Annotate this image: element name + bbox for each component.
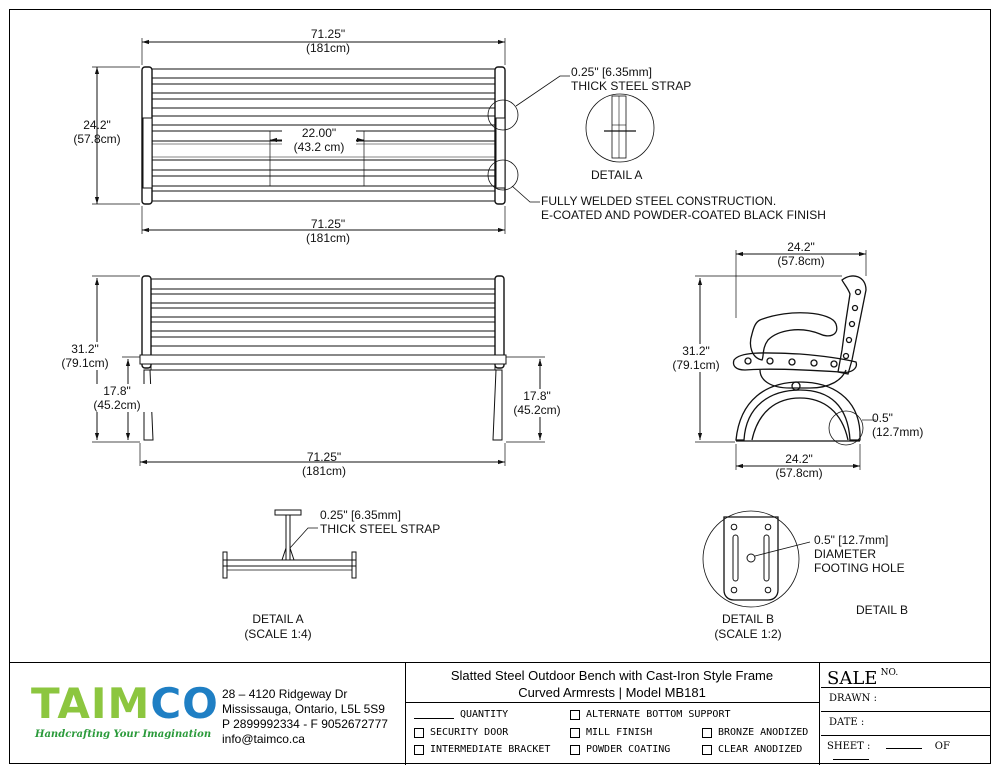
logo-letters-green: TAIM	[31, 679, 151, 728]
checkbox[interactable]	[570, 727, 580, 738]
checkbox[interactable]	[570, 744, 580, 755]
checkbox[interactable]	[414, 744, 424, 755]
detail-a-drawing	[222, 509, 357, 579]
label-detail-b-side: DETAIL B	[855, 603, 908, 617]
dim-top-depth: 24.2" (57.8cm)	[73, 118, 121, 146]
dim-inner-span: 22.00" (43.2 cm)	[282, 126, 356, 154]
address-line: 28 – 4120 Ridgeway Dr	[222, 687, 348, 701]
label-detail-a-small: DETAIL A	[591, 168, 643, 182]
dim-front-width: 71.25" (181cm)	[301, 450, 346, 478]
sheet-field[interactable]: SHEET : OF	[827, 741, 991, 763]
option-security-door[interactable]: SECURITY DOOR	[414, 727, 508, 738]
drawing-sheet	[9, 9, 991, 764]
drawing-title: Slatted Steel Outdoor Bench with Cast-Ir…	[405, 663, 819, 703]
date-field[interactable]: DATE :	[829, 717, 865, 728]
logo-letters-blue: CO	[150, 679, 219, 728]
dim-front-seat-right: 17.8" (45.2cm)	[506, 389, 568, 417]
checkbox[interactable]	[702, 727, 712, 738]
detail-a-small-drawing	[585, 93, 655, 163]
address-line: Mississauga, Ontario, L5L 5S9	[222, 702, 385, 716]
checkbox[interactable]	[570, 709, 580, 720]
checkbox[interactable]	[414, 727, 424, 738]
company-tagline: Handcrafting Your Imagination	[35, 729, 212, 740]
dim-side-height: 31.2" (79.1cm)	[660, 344, 732, 372]
title-block: TAIMCO Handcrafting Your Imagination 28 …	[9, 662, 991, 765]
front-view	[92, 275, 545, 466]
title-line-1: Slatted Steel Outdoor Bench with Cast-Ir…	[450, 668, 774, 683]
label-detail-b: DETAIL B (SCALE 1:2)	[714, 612, 782, 641]
dim-front-height: 31.2" (79.1cm)	[48, 342, 122, 370]
drawn-field[interactable]: DRAWN :	[829, 693, 877, 704]
note-strap-detail: 0.25" [6.35mm] THICK STEEL STRAP	[320, 508, 441, 536]
side-view	[732, 275, 867, 446]
option-intermediate-bracket[interactable]: INTERMEDIATE BRACKET	[414, 744, 550, 755]
note-footing-hole: 0.5" [12.7mm] DIAMETER FOOTING HOLE	[814, 533, 905, 575]
quantity-field[interactable]: QUANTITY	[414, 709, 508, 720]
dim-top-bottom-width: 71.25" (181cm)	[305, 217, 350, 245]
note-welded: FULLY WELDED STEEL CONSTRUCTION. E-COATE…	[541, 194, 826, 222]
dim-front-seat-left: 17.8" (45.2cm)	[80, 384, 154, 412]
note-strap-top: 0.25" [6.35mm] THICK STEEL STRAP	[571, 65, 692, 93]
detail-b-drawing	[702, 510, 811, 608]
option-clear-anodized[interactable]: CLEAR ANODIZED	[702, 744, 802, 755]
dim-top-width: 71.25" (181cm)	[305, 27, 350, 55]
option-alternate-bottom-support[interactable]: ALTERNATE BOTTOM SUPPORT	[570, 709, 731, 720]
address-email: info@taimco.ca	[222, 732, 305, 746]
option-bronze-anodized[interactable]: BRONZE ANODIZED	[702, 727, 808, 738]
address-phone: P 2899992334 - F 9052672777	[222, 717, 388, 731]
title-line-2: Curved Armrests | Model MB181	[518, 685, 706, 700]
sale-field[interactable]: SALE NO.	[827, 668, 899, 689]
label-detail-a: DETAIL A (SCALE 1:4)	[244, 612, 312, 641]
option-mill-finish[interactable]: MILL FINISH	[570, 727, 652, 738]
company-address: 28 – 4120 Ridgeway Dr Mississauga, Ontar…	[222, 687, 388, 747]
dim-side-bottom-width: 24.2" (57.8cm)	[775, 452, 823, 480]
checkbox[interactable]	[702, 744, 712, 755]
dim-side-top-width: 24.2" (57.8cm)	[777, 240, 825, 268]
option-powder-coating[interactable]: POWDER COATING	[570, 744, 670, 755]
dim-side-foot: 0.5" (12.7mm)	[872, 411, 924, 439]
